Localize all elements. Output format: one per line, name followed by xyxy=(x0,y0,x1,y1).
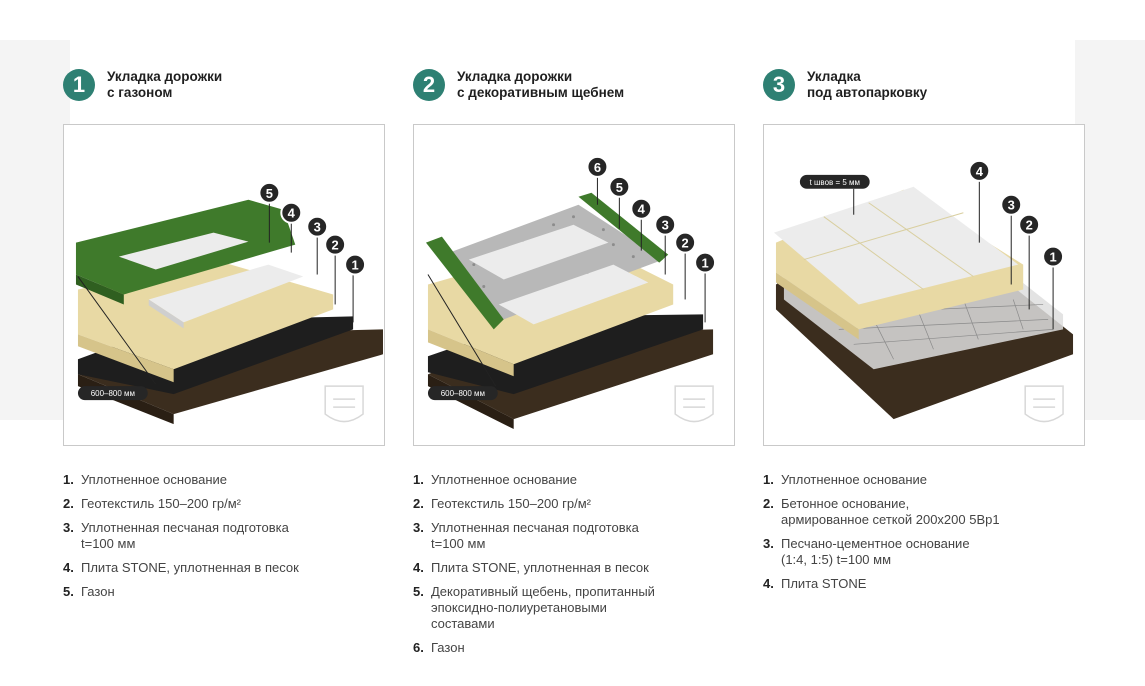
tile-seams xyxy=(803,202,974,290)
brand-watermark-icon xyxy=(1024,385,1064,423)
svg-text:6: 6 xyxy=(594,160,601,175)
svg-text:3: 3 xyxy=(314,220,321,235)
column-parking: 3 Укладка под автопарковку t швов = 5 мм xyxy=(763,66,1085,591)
legend-item: 4.Плита STONE, уплотненная в песок xyxy=(413,560,649,575)
legend-list: 1.Уплотненное основание 2.Бетонное основ… xyxy=(763,472,1085,600)
lawn-border-right xyxy=(578,192,669,263)
legend-item: 6.Газон xyxy=(413,640,465,655)
column-title: Укладка под автопарковку xyxy=(807,69,928,100)
brand-watermark-icon xyxy=(324,385,364,423)
lawn-border-left xyxy=(425,236,504,330)
legend-item: 3.Песчано-цементное основание(1:4, 1:5) … xyxy=(763,536,970,567)
svg-text:3: 3 xyxy=(1008,198,1015,213)
dimension-label: 600–800 мм xyxy=(91,389,135,398)
legend-list: 1.Уплотненное основание 2.Геотекстиль 15… xyxy=(63,472,385,608)
svg-text:2: 2 xyxy=(1026,218,1033,233)
step-number-badge: 2 xyxy=(413,69,445,101)
svg-text:5: 5 xyxy=(616,180,623,195)
marker-1: 1 xyxy=(344,253,367,276)
column-title: Укладка дорожки с газоном xyxy=(107,69,223,100)
dimension-line xyxy=(77,276,157,385)
legend-item: 1.Уплотненное основание xyxy=(63,472,227,487)
marker-4: 4 xyxy=(280,201,303,224)
legend-item: 5.Газон xyxy=(63,584,115,599)
diagram-panel-gravel: 600–800 мм 6 5 4 3 2 1 xyxy=(413,124,735,446)
legend-item: 4.Плита STONE xyxy=(763,576,867,591)
legend-item: 1.Уплотненное основание xyxy=(763,472,927,487)
dimension-label: 600–800 мм xyxy=(441,389,485,398)
marker-1: 1 xyxy=(1042,245,1065,268)
svg-text:4: 4 xyxy=(976,164,984,179)
marker-4: 4 xyxy=(968,159,991,182)
column-title: Укладка дорожки с декоративным щебнем xyxy=(457,69,625,100)
legend-item: 1.Уплотненное основание xyxy=(413,472,577,487)
marker-6: 6 xyxy=(586,155,609,178)
column-gravel-path: 2 Укладка дорожки с декоративным щебнем xyxy=(413,66,735,655)
column-header: 2 Укладка дорожки с декоративным щебнем xyxy=(413,66,735,104)
tile-slab-bottom xyxy=(498,264,649,325)
legend-list: 1.Уплотненное основание 2.Геотекстиль 15… xyxy=(413,472,735,664)
marker-2: 2 xyxy=(324,233,347,256)
svg-text:1: 1 xyxy=(351,258,358,273)
tile-slab-top xyxy=(118,232,249,270)
layer-diagram-parking: t швов = 5 мм 4 3 2 1 xyxy=(773,159,1074,423)
dimension-label-box xyxy=(427,386,498,401)
marker-1: 1 xyxy=(694,251,717,274)
diagram-panel-parking: t швов = 5 мм 4 3 2 1 xyxy=(763,124,1085,446)
svg-text:2: 2 xyxy=(332,238,339,253)
svg-text:1: 1 xyxy=(701,256,708,271)
diagram-panel-lawn: 600–800 мм 5 4 3 2 1 xyxy=(63,124,385,446)
seam-label-box xyxy=(799,174,870,189)
step-number-badge: 3 xyxy=(763,69,795,101)
svg-text:5: 5 xyxy=(266,186,273,201)
marker-5: 5 xyxy=(608,175,631,198)
svg-text:3: 3 xyxy=(662,218,669,233)
background-band-right xyxy=(1075,40,1145,420)
svg-text:4: 4 xyxy=(638,202,646,217)
svg-text:2: 2 xyxy=(682,236,689,251)
legend-item: 4.Плита STONE, уплотненная в песок xyxy=(63,560,299,575)
marker-2: 2 xyxy=(674,231,697,254)
marker-5: 5 xyxy=(258,181,281,204)
tile-slab-bottom xyxy=(148,264,304,323)
column-header: 3 Укладка под автопарковку xyxy=(763,66,1085,104)
legend-item: 2.Геотекстиль 150–200 гр/м² xyxy=(413,496,591,511)
legend-item: 2.Бетонное основание,армированное сеткой… xyxy=(763,496,1000,527)
column-lawn-path: 1 Укладка дорожки с газоном 600–800 xyxy=(63,66,385,599)
tile-slab-top xyxy=(468,224,609,280)
marker-3: 3 xyxy=(1000,193,1023,216)
marker-4: 4 xyxy=(630,197,653,220)
column-header: 1 Укладка дорожки с газоном xyxy=(63,66,385,104)
marker-3: 3 xyxy=(654,213,677,236)
background-band-left xyxy=(0,40,70,420)
decorative-gravel xyxy=(443,204,664,320)
legend-item: 2.Геотекстиль 150–200 гр/м² xyxy=(63,496,241,511)
svg-text:1: 1 xyxy=(1049,250,1056,265)
layer-diagram-lawn: 600–800 мм 5 4 3 2 1 xyxy=(75,181,383,425)
marker-3: 3 xyxy=(306,215,329,238)
step-number-badge: 1 xyxy=(63,69,95,101)
dimension-line xyxy=(427,274,497,387)
stone-tile-surface xyxy=(773,186,1019,305)
marker-2: 2 xyxy=(1018,213,1041,236)
seam-label: t швов = 5 мм xyxy=(810,178,860,187)
brand-watermark-icon xyxy=(674,385,714,423)
dimension-label-box xyxy=(77,386,148,401)
layer-diagram-gravel: 600–800 мм 6 5 4 3 2 1 xyxy=(425,155,717,430)
svg-text:4: 4 xyxy=(288,206,296,221)
